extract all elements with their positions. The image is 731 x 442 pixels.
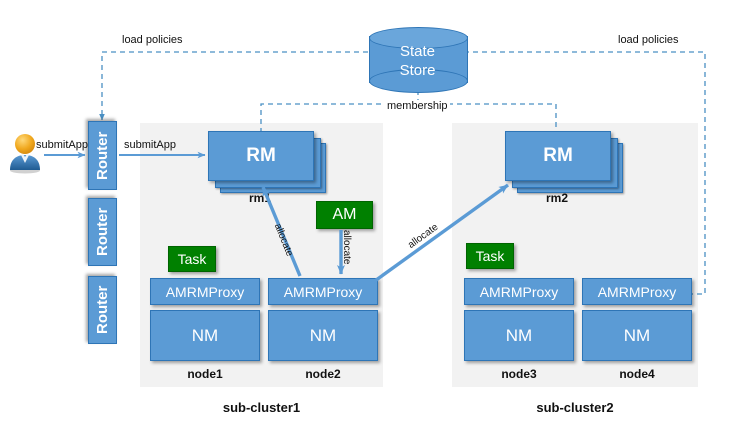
node2-caption: node2 bbox=[305, 367, 341, 381]
rm1-box[interactable]: RM bbox=[208, 131, 314, 181]
rm1-label: RM bbox=[246, 145, 276, 166]
state-store-bottom bbox=[369, 69, 468, 93]
submitapp-client-label: submitApp bbox=[36, 139, 88, 151]
state-store: State Store bbox=[369, 27, 468, 93]
state-store-line2: Store bbox=[399, 62, 436, 79]
rm1-caption: rm1 bbox=[248, 191, 271, 205]
state-store-line1: State bbox=[399, 43, 436, 60]
node1-task-label: Task bbox=[177, 251, 207, 267]
rm2-caption: rm2 bbox=[545, 191, 568, 205]
node3-task-box[interactable]: Task bbox=[466, 243, 514, 269]
node1-amrmproxy-label: AMRMProxy bbox=[165, 283, 245, 300]
am-box[interactable]: AM bbox=[316, 201, 373, 229]
node4-nm-box[interactable]: NM bbox=[582, 310, 692, 361]
load-policies-left-label: load policies bbox=[120, 34, 185, 46]
router-3-label: Router bbox=[94, 285, 111, 335]
router-1-label: Router bbox=[94, 131, 111, 180]
node4-nm-label: NM bbox=[623, 325, 651, 345]
state-store-label: State Store bbox=[369, 33, 466, 89]
state-store-top bbox=[369, 27, 468, 49]
node2-nm-box[interactable]: NM bbox=[268, 310, 378, 361]
user-avatar-icon bbox=[10, 134, 40, 174]
node1-nm-box[interactable]: NM bbox=[150, 310, 260, 361]
node2-nm-label: NM bbox=[309, 325, 337, 345]
membership-label: membership bbox=[385, 100, 450, 112]
node1-amrmproxy-box[interactable]: AMRMProxy bbox=[150, 278, 260, 305]
rm2-label: RM bbox=[543, 145, 573, 166]
node4-amrmproxy-box[interactable]: AMRMProxy bbox=[582, 278, 692, 305]
sub-cluster2-caption: sub-cluster2 bbox=[536, 400, 614, 415]
allocate-label-3: allocate bbox=[406, 221, 441, 251]
allocate-label-2: allocate bbox=[341, 230, 352, 265]
rm2-stack[interactable]: RM bbox=[505, 131, 623, 193]
node3-nm-label: NM bbox=[505, 325, 533, 345]
node2-amrmproxy-label: AMRMProxy bbox=[283, 283, 363, 300]
node3-caption: node3 bbox=[501, 367, 537, 381]
node1-task-box[interactable]: Task bbox=[168, 246, 216, 272]
rm1-stack[interactable]: RM bbox=[208, 131, 326, 193]
load-policies-right-label: load policies bbox=[616, 34, 681, 46]
node4-amrmproxy-label: AMRMProxy bbox=[597, 283, 677, 300]
router-2[interactable]: Router bbox=[88, 198, 117, 266]
node3-nm-box[interactable]: NM bbox=[464, 310, 574, 361]
node2-amrmproxy-box[interactable]: AMRMProxy bbox=[268, 278, 378, 305]
node3-amrmproxy-box[interactable]: AMRMProxy bbox=[464, 278, 574, 305]
router-3[interactable]: Router bbox=[88, 276, 117, 344]
router-1[interactable]: Router bbox=[88, 121, 117, 190]
sub-cluster1-caption: sub-cluster1 bbox=[222, 400, 301, 415]
node3-task-label: Task bbox=[475, 248, 505, 264]
am-label: AM bbox=[332, 206, 357, 223]
router-2-label: Router bbox=[94, 207, 111, 257]
client-avatar bbox=[6, 132, 44, 174]
node3-amrmproxy-label: AMRMProxy bbox=[479, 283, 559, 300]
rm2-box[interactable]: RM bbox=[505, 131, 611, 181]
node1-caption: node1 bbox=[187, 367, 223, 381]
submitapp-router-label: submitApp bbox=[124, 139, 176, 151]
node4-caption: node4 bbox=[619, 367, 655, 381]
node1-nm-label: NM bbox=[191, 325, 219, 345]
